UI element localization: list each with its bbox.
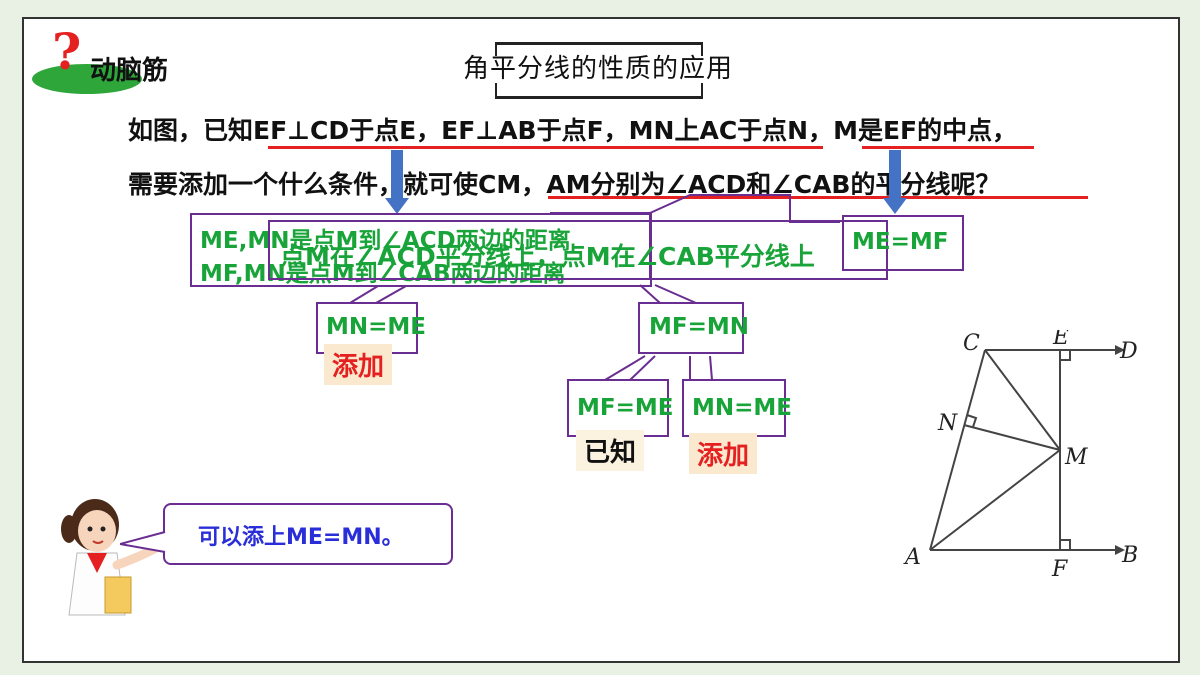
- mn-me2-text: MN=ME: [692, 395, 793, 421]
- speech-bubble: 可以添上ME=MN。: [163, 503, 453, 565]
- underline-1: [268, 146, 823, 149]
- girl-illustration: [61, 499, 170, 616]
- speech-text: 可以添上ME=MN。: [198, 525, 404, 550]
- distance-box: [190, 213, 652, 287]
- label-D: D: [1119, 339, 1138, 364]
- page-title: 角平分线的性质的应用: [463, 54, 734, 84]
- title-bar-tick-left-bottom: [495, 83, 497, 97]
- label-M: M: [1064, 445, 1088, 470]
- bisector-box: [268, 220, 888, 280]
- underline-2: [862, 146, 1034, 149]
- mn-me-text: MN=ME: [326, 314, 427, 340]
- me-mf-box: [842, 215, 964, 271]
- title-bar-bottom: [495, 96, 703, 99]
- label-A: A: [903, 545, 921, 570]
- title-bar-tick-right-bottom: [701, 83, 703, 97]
- label-B: B: [1121, 543, 1138, 568]
- me-mf-text: ME=MF: [852, 229, 949, 255]
- title-bar-tick-right: [701, 42, 703, 56]
- green-ellipse: [32, 64, 142, 94]
- title-bar-top: [495, 42, 703, 45]
- label-C: C: [963, 331, 980, 356]
- title-bar-tick-left: [495, 42, 497, 56]
- mf-me-tag: 已知: [576, 430, 645, 471]
- problem-line-1: 如图，已知EF⊥CD于点E，EF⊥AB于点F，MN上AC于点N，M是EF的中点，: [128, 116, 1018, 145]
- underline-3: [548, 196, 1088, 199]
- label-E: E: [1052, 330, 1069, 350]
- badge-label: 动脑筋: [90, 56, 169, 86]
- arrow-right-head: [883, 198, 907, 214]
- question-mark-icon: ?: [52, 22, 82, 81]
- arrow-right-shaft: [889, 150, 901, 200]
- geometry-figure: C E D N M A F B: [903, 330, 1138, 582]
- bisector-text: 点M在∠ACD平分线上，点M在∠CAB平分线上: [280, 242, 815, 271]
- mf-mn-box: [638, 302, 744, 354]
- distance-line-2: MF,MN是点M到∠CAB两边的距离: [200, 261, 566, 287]
- problem-line-2: 需要添加一个什么条件，就可使CM，AM分别为∠ACD和∠CAB的平分线呢？: [128, 170, 1001, 199]
- label-N: N: [937, 411, 958, 436]
- mf-me-text: MF=ME: [577, 395, 674, 421]
- label-F: F: [1051, 557, 1068, 582]
- badge: ? 动脑筋: [30, 22, 190, 102]
- mf-mn-text: MF=MN: [649, 314, 750, 340]
- mn-me2-tag: 添加: [689, 433, 758, 474]
- arrow-left-shaft: [391, 150, 403, 200]
- mn-me-tag: 添加: [324, 344, 393, 385]
- arrow-left-head: [385, 198, 409, 214]
- distance-line-1: ME,MN是点M到∠ACD两边的距离: [200, 228, 571, 254]
- speech-tail: [120, 531, 166, 553]
